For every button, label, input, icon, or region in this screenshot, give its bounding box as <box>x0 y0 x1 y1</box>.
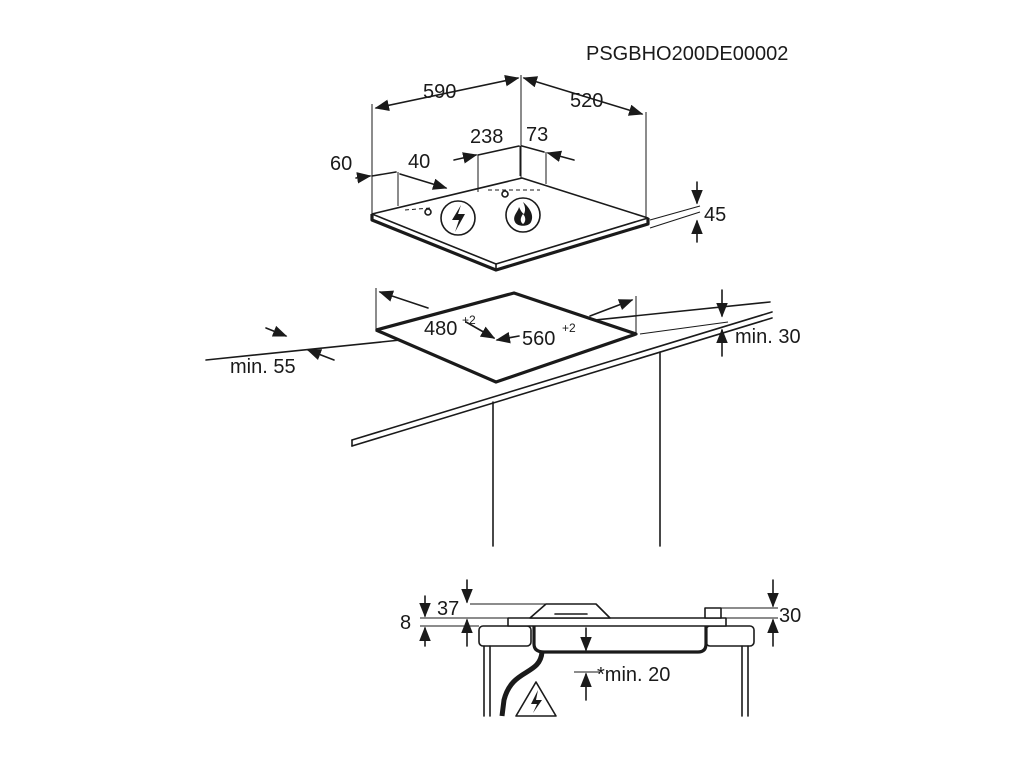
dimension-min-below: *min. 20 <box>574 627 670 701</box>
dimension-hob-width: 590 <box>371 75 522 214</box>
hob-height-label: 45 <box>704 204 726 226</box>
gas-flame-icon <box>505 197 541 233</box>
dimension-cutout-depth: 480 +2 <box>378 290 496 340</box>
hob-cross-section <box>478 603 755 717</box>
cutout-width-tolerance: +2 <box>562 321 576 335</box>
hob-width-label: 590 <box>423 81 456 103</box>
cutout-width-label: 560 <box>522 328 555 350</box>
dimension-offset-a: 40 <box>399 151 448 190</box>
dimension-hob-height: 45 <box>649 181 726 243</box>
top-height-label: 37 <box>437 598 459 620</box>
dimension-hob-depth: 520 <box>522 76 647 218</box>
dimension-min-side: min. 30 <box>639 289 801 357</box>
cutout-depth-label: 480 <box>424 318 457 340</box>
offset-c-label: 73 <box>526 124 548 146</box>
right-height-label: 30 <box>779 605 801 627</box>
electric-warning-icon <box>515 681 557 717</box>
dimension-offset-b: 238 <box>453 126 521 192</box>
hob-perspective <box>370 177 650 272</box>
cutout-opening <box>375 288 638 384</box>
dimension-right-height: 30 <box>721 579 801 647</box>
min-below-label: *min. 20 <box>597 664 670 686</box>
hob-depth-label: 520 <box>570 90 603 112</box>
cutout-depth-tolerance: +2 <box>462 313 476 327</box>
offset-left-label: 60 <box>330 153 352 175</box>
dimension-min-front: min. 55 <box>230 325 335 378</box>
dimension-top-height: 37 <box>437 579 546 647</box>
dimension-worktop-gap: 8 <box>400 595 508 647</box>
dimension-offset-c: 73 <box>521 124 575 184</box>
drawing-code: PSGBHO200DE00002 <box>586 43 788 65</box>
dimension-cutout-width: 560 +2 <box>495 299 634 350</box>
electric-warning-icon <box>440 200 476 236</box>
offset-b-label: 238 <box>470 126 503 148</box>
dimension-offset-left: 60 <box>330 153 399 206</box>
offset-a-label: 40 <box>408 151 430 173</box>
min-side-label: min. 30 <box>735 326 801 348</box>
worktop-gap-label: 8 <box>400 612 411 634</box>
min-front-label: min. 55 <box>230 356 296 378</box>
